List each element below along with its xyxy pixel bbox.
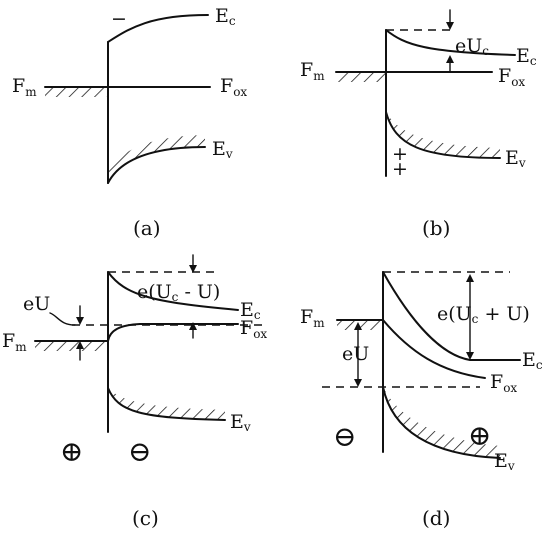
fox-label: Fox bbox=[220, 75, 247, 99]
conduction-band-curve bbox=[107, 271, 239, 311]
negative-sign-icon: ⊖ bbox=[333, 420, 356, 453]
positive-sign-icon: ⊕ bbox=[60, 435, 83, 468]
caption-b: (b) bbox=[422, 216, 450, 240]
caption-d: (d) bbox=[422, 506, 450, 530]
metal-hatch bbox=[336, 319, 384, 330]
fm-label: Fm bbox=[300, 306, 325, 330]
barrier-label: e(Uc + U) bbox=[437, 303, 530, 326]
valence-band-hatch bbox=[108, 135, 205, 183]
metal-hatch bbox=[34, 340, 109, 351]
barrier-label: e(Uc - U) bbox=[137, 281, 220, 304]
panel-c: eU e(Uc - U) Ec Fm Fox Ev ⊕ ⊖ (c) bbox=[2, 254, 267, 530]
positive-charge-sign: + bbox=[392, 143, 408, 165]
valence-band-hatch bbox=[383, 387, 500, 458]
positive-charge-sign: + bbox=[392, 158, 408, 180]
panel-a: − Ec Fm Fox Ev (a) bbox=[12, 5, 247, 240]
oxide-fermi-curve bbox=[107, 323, 239, 342]
barrier-label: eUc bbox=[455, 35, 489, 58]
panel-b: + + eUc Ec Fm Fox Ev (b) bbox=[300, 9, 537, 240]
valence-band-curve bbox=[382, 386, 501, 459]
metal-hatch bbox=[335, 71, 387, 82]
caption-a: (a) bbox=[133, 216, 161, 240]
ev-label: Ev bbox=[212, 138, 233, 161]
fox-label: Fox bbox=[240, 317, 267, 341]
panel-d: Fm eU e(Uc + U) Ec Fox Ev ⊖ ⊕ (d) bbox=[300, 271, 543, 530]
ec-label: Ec bbox=[522, 349, 543, 372]
ev-label: Ev bbox=[505, 147, 526, 170]
fm-label: Fm bbox=[2, 330, 27, 354]
fox-label: Fox bbox=[498, 65, 525, 89]
ec-label: Ec bbox=[215, 5, 236, 28]
fm-label: Fm bbox=[300, 59, 325, 83]
ev-label: Ev bbox=[230, 411, 251, 434]
bias-label: eU bbox=[342, 343, 369, 365]
oxide-fermi-curve bbox=[382, 319, 486, 379]
negative-charge-sign: − bbox=[111, 8, 127, 30]
bias-label: eU bbox=[23, 293, 50, 315]
conduction-band-curve bbox=[385, 29, 516, 56]
valence-band-curve bbox=[107, 387, 226, 421]
ec-label: Ec bbox=[516, 45, 537, 68]
valence-band-hatch bbox=[108, 388, 225, 420]
negative-sign-icon: ⊖ bbox=[128, 435, 151, 468]
fm-label: Fm bbox=[12, 75, 37, 99]
ec-label: Ec bbox=[240, 299, 261, 322]
fox-label: Fox bbox=[490, 371, 517, 395]
caption-c: (c) bbox=[132, 506, 159, 530]
valence-band-curve bbox=[107, 146, 206, 184]
positive-sign-icon: ⊕ bbox=[468, 419, 491, 452]
metal-hatch bbox=[44, 86, 109, 97]
conduction-band-curve bbox=[382, 271, 521, 361]
valence-band-curve bbox=[385, 111, 501, 159]
conduction-band-curve bbox=[107, 14, 209, 43]
ev-label: Ev bbox=[494, 450, 515, 473]
